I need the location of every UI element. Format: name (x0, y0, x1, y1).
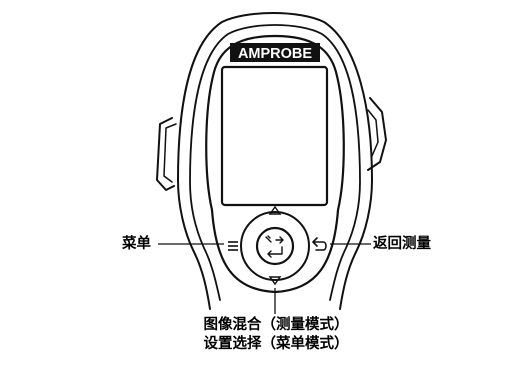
device-body-outer (177, 12, 373, 310)
return-callout-label: 返回测量 (373, 236, 431, 252)
back-arrow-icon[interactable] (312, 237, 327, 251)
nav-ring[interactable] (240, 211, 310, 281)
right-side-knob-inner (367, 109, 379, 157)
left-side-button (156, 117, 175, 191)
brand-plate (230, 43, 320, 62)
center-callout-line2: 设置选择（菜单模式） (203, 336, 349, 352)
device-bezel (189, 24, 361, 301)
left-side-button-inner (163, 123, 177, 183)
menu-callout-label: 菜单 (122, 236, 151, 252)
center-callout-line1: 图像混合（测量模式） (203, 317, 349, 333)
up-arrow-icon[interactable] (268, 205, 282, 215)
menu-icon[interactable] (228, 241, 238, 251)
brand-logo: AMPROBE (238, 46, 312, 62)
display-screen (220, 65, 329, 207)
right-side-knob (367, 97, 387, 171)
down-arrow-icon[interactable] (268, 276, 282, 286)
enter-icon (265, 235, 284, 258)
center-callout-label: 图像混合（测量模式） 设置选择（菜单模式） (176, 316, 376, 354)
center-button[interactable] (255, 226, 295, 266)
